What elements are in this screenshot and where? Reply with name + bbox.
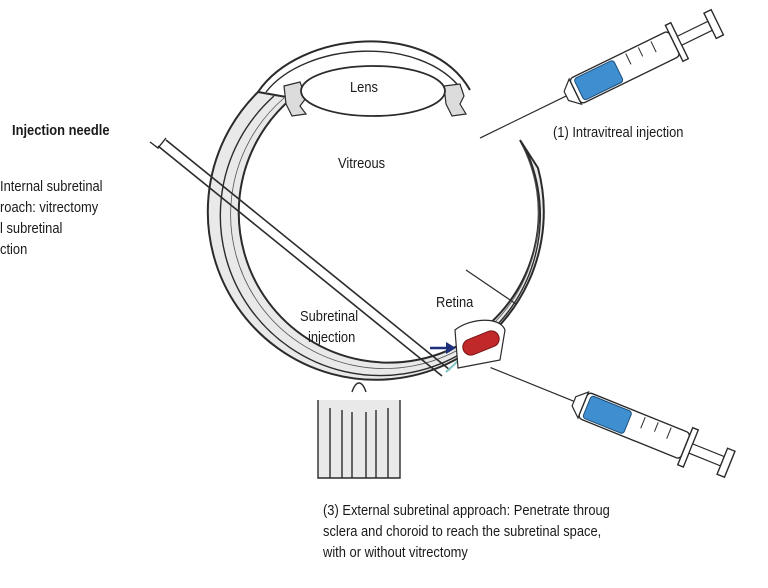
syringe-external-subretinal: [490, 367, 736, 479]
external-approach-line: sclera and choroid to reach the subretin…: [323, 523, 602, 540]
intravitreal-injection-label: (1) Intravitreal injection: [553, 124, 684, 141]
ciliary-body-right: [443, 83, 467, 117]
eye-wall-layer-line: [219, 95, 542, 377]
internal-approach-line: ction: [0, 241, 28, 258]
retina-leader: [465, 269, 517, 305]
cornea: [257, 40, 471, 93]
retina-label: Retina: [436, 294, 474, 311]
syringe-intravitreal: [479, 8, 725, 139]
injection-needle-leader: [149, 137, 167, 149]
internal-subretinal-approach-label: Internal subretinal roach: vitrectomy l …: [0, 176, 103, 260]
injection-needle-label: Injection needle: [12, 122, 110, 139]
eye-wall-inner-layer-line: [230, 97, 540, 369]
eye-wall: [206, 90, 545, 381]
vitreous-label: Vitreous: [338, 155, 386, 172]
external-approach-line: (3) External subretinal approach: Penetr…: [323, 502, 610, 519]
subretinal-injection-line: Subretinal: [300, 308, 359, 325]
internal-approach-line: Internal subretinal: [0, 178, 103, 195]
external-subretinal-approach-label: (3) External subretinal approach: Penetr…: [323, 500, 610, 563]
external-approach-line: with or without vitrectomy: [323, 544, 468, 561]
lens-label: Lens: [350, 79, 378, 96]
internal-approach-line: roach: vitrectomy: [0, 199, 99, 216]
lens-shape: [300, 65, 446, 117]
optic-nerve: [317, 382, 401, 479]
subretinal-injection-label: Subretinal injection: [300, 306, 358, 348]
internal-approach-line: l subretinal: [0, 220, 63, 237]
subretinal-bleb: [462, 330, 500, 356]
subretinal-site: [430, 319, 506, 369]
subretinal-injection-line: injection: [307, 329, 356, 346]
cornea-inner-line: [265, 50, 463, 93]
